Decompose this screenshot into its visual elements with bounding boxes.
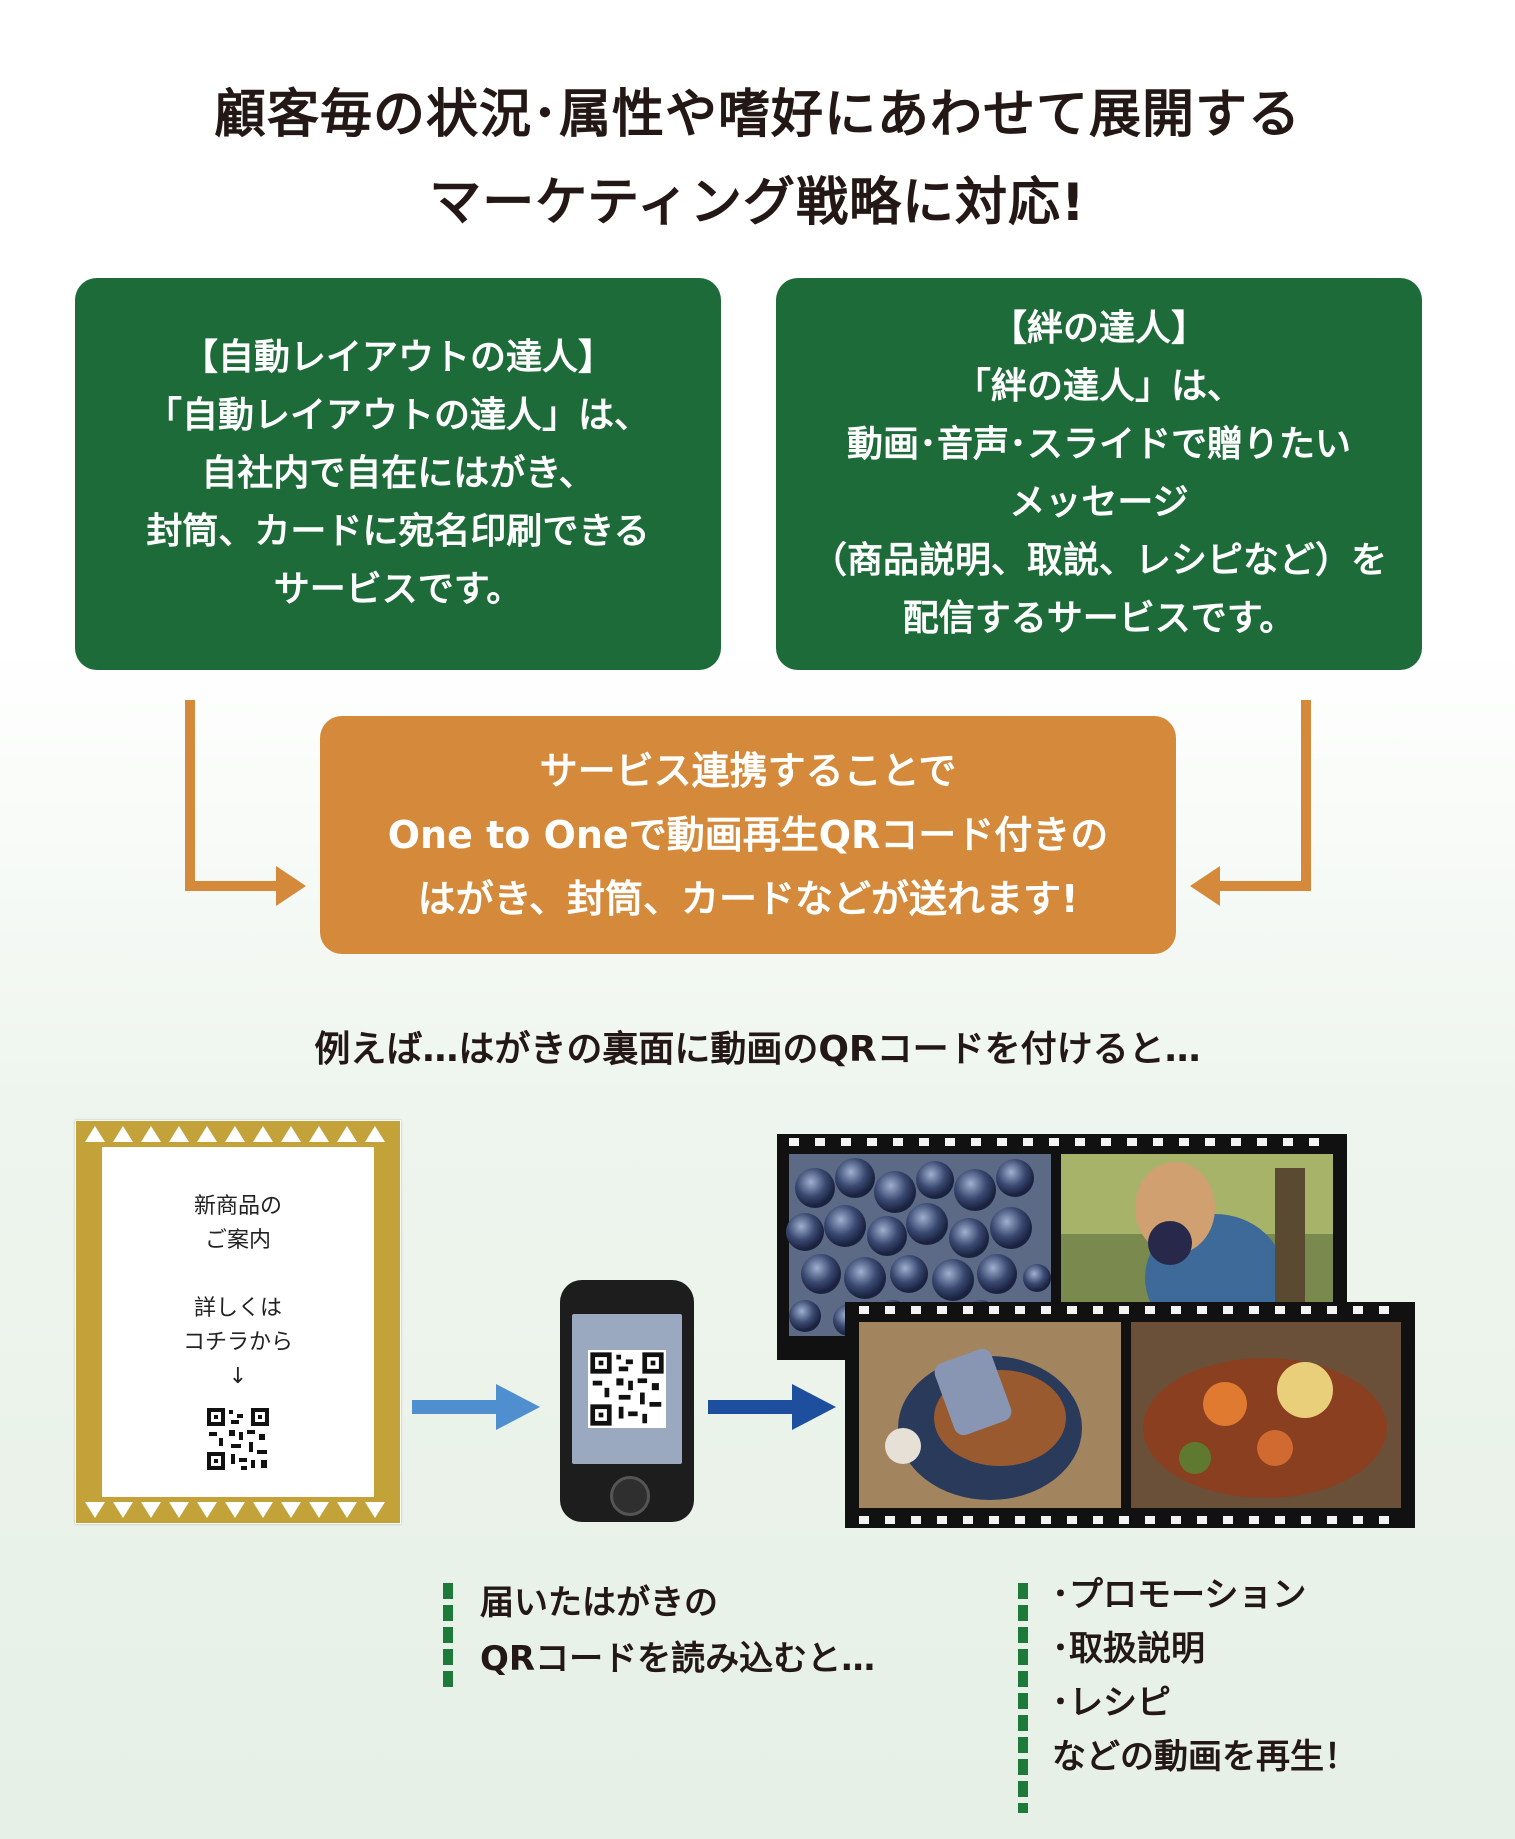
service-integration-box: サービス連携することで One to Oneで動画再生QRコード付きの はがき、… <box>320 716 1176 954</box>
connector-arrows <box>185 700 1311 906</box>
box-left-line-5: サービスです。 <box>273 569 523 610</box>
headline-line-2: マーケティング戦略に対応! <box>429 173 1086 233</box>
box-right-line-4: メッセージ <box>1009 482 1189 523</box>
postcard-line-3 <box>103 1258 373 1292</box>
box-left-line-3: 自社内で自在にはがき、 <box>201 453 595 494</box>
box-right-line-6: 配信するサービスです。 <box>902 598 1296 639</box>
left-connector-arrow-icon <box>185 700 306 906</box>
phone-screen <box>572 1314 682 1464</box>
box-left-line-4: 封筒、カードに宛名印刷できる <box>146 511 650 552</box>
border-triangle-pattern <box>85 1126 385 1518</box>
box-left-line-2: 「自動レイアウトの達人」は、 <box>145 395 650 436</box>
caption-left-marker <box>443 1583 453 1693</box>
phone-home-button <box>610 1476 650 1516</box>
smartphone-icon <box>560 1280 694 1522</box>
caption-left-line-1: 届いたはがきの <box>480 1583 718 1623</box>
postcard-line-1: 新商品の <box>193 1194 282 1219</box>
box-right-line-5: （商品説明、取説、レシピなど）を <box>810 540 1387 581</box>
caption-video-types: ･プロモーション ･取扱説明 ･レシピ などの動画を再生！ <box>1052 1568 1358 1784</box>
box-right-line-2: 「絆の達人」は、 <box>954 366 1243 407</box>
caption-scan-qr: 届いたはがきの QRコードを読み込むと… <box>480 1575 875 1687</box>
auto-layout-service-box: 【自動レイアウトの達人】 「自動レイアウトの達人」は、 自社内で自在にはがき、 … <box>75 278 721 670</box>
qr-code-icon <box>205 1406 271 1472</box>
box-right-line-1: 【絆の達人】 <box>990 308 1207 349</box>
arrow-right-icon <box>412 1384 540 1430</box>
caption-left-line-2: QRコードを読み込むと… <box>480 1639 876 1679</box>
postcard-border <box>76 1121 400 1523</box>
caption-right-line-2: ･取扱説明 <box>1052 1629 1205 1669</box>
postcard-line-5: コチラから <box>182 1330 293 1355</box>
phone-qr-code-icon <box>588 1350 666 1428</box>
postcard-line-4: 詳しくは <box>193 1296 282 1321</box>
box-left-line-1: 【自動レイアウトの達人】 <box>181 337 614 378</box>
center-line-2: One to Oneで動画再生QRコード付きの <box>387 813 1109 857</box>
center-line-1: サービス連携することで <box>539 749 957 793</box>
postcard-arrow: ↓ <box>228 1364 248 1389</box>
box-right-line-3: 動画･音声･スライドで贈りたい <box>846 424 1351 465</box>
postcard: 新商品の ご案内 詳しくは コチラから ↓ <box>75 1120 401 1524</box>
postcard-message: 新商品の ご案内 詳しくは コチラから ↓ <box>103 1148 373 1496</box>
center-line-3: はがき、封筒、カードなどが送れます! <box>417 877 1079 921</box>
caption-right-line-4: などの動画を再生！ <box>1052 1737 1358 1777</box>
headline-line-1: 顧客毎の状況･属性や嗜好にあわせて展開する <box>213 85 1301 145</box>
caption-right-line-1: ･プロモーション <box>1052 1575 1307 1615</box>
example-text: 例えば…はがきの裏面に動画のQRコードを付けると… <box>314 1029 1201 1070</box>
kizuna-service-box: 【絆の達人】 「絆の達人」は、 動画･音声･スライドで贈りたい メッセージ （商… <box>776 278 1422 670</box>
film-strip-front <box>845 1302 1415 1528</box>
postcard-line-2: ご案内 <box>204 1228 271 1253</box>
film-strip-icon <box>777 1134 1415 1528</box>
right-connector-arrow-icon <box>1190 700 1311 906</box>
arrow-right-icon <box>708 1384 836 1430</box>
caption-right-marker <box>1018 1583 1028 1813</box>
caption-right-line-3: ･レシピ <box>1052 1683 1171 1723</box>
